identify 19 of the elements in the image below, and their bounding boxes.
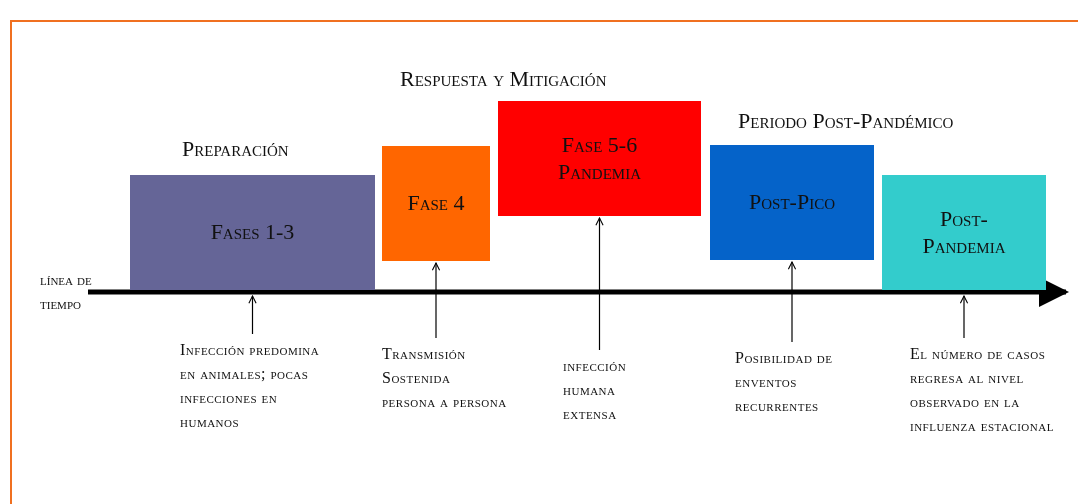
phase-box: Fase 4 bbox=[382, 146, 490, 261]
arrow bbox=[959, 295, 969, 339]
phase-description: Infección predomina en animales; pocas infecciones en humanos bbox=[180, 338, 330, 434]
phase-group-heading: Periodo Post-Pandémico bbox=[738, 108, 954, 134]
phase-box: Post-Pico bbox=[710, 145, 874, 260]
phase-description: Posibilidad de enventos recurrentes bbox=[735, 346, 880, 418]
arrow bbox=[431, 262, 441, 339]
arrow bbox=[595, 217, 604, 351]
phase-group-heading: Respuesta y Mitigación bbox=[400, 66, 607, 92]
arrow bbox=[787, 261, 797, 343]
phase-box: Post-Pandemia bbox=[882, 175, 1046, 290]
phase-description: infección humana extensa bbox=[563, 354, 658, 426]
phase-box: Fase 5-6 Pandemia bbox=[498, 101, 701, 216]
arrow bbox=[248, 295, 257, 335]
phase-description: Transmisión Sostenida persona a persona bbox=[382, 342, 507, 414]
phase-box: Fases 1-3 bbox=[130, 175, 375, 290]
phase-description: El número de casos regresa al nivel observado en la influenza estacional bbox=[910, 342, 1055, 438]
axis-label: línea de tiempo bbox=[40, 270, 93, 314]
phase-group-heading: Preparación bbox=[182, 136, 289, 162]
